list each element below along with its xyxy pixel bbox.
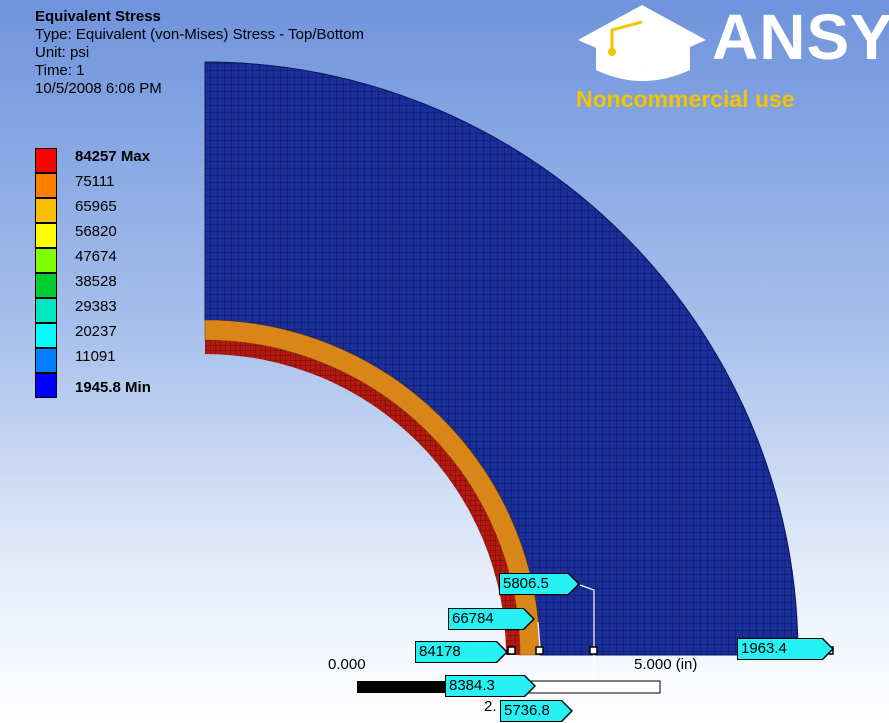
probe-label[interactable]: 5736.8 [500,700,573,722]
legend-swatch [35,248,57,273]
scale-right-label: 5.000 (in) [634,656,698,673]
result-type: Type: Equivalent (von-Mises) Stress - To… [35,26,365,43]
legend-swatch [35,148,57,173]
scale-mid-label: 2. [484,698,497,715]
legend-swatch [35,223,57,248]
legend-value: 56820 [75,223,117,240]
probe-label[interactable]: 66784 [448,608,535,630]
legend-value: 29383 [75,298,117,315]
ansys-logo-text: ANSY [712,1,889,73]
legend-value: 11091 [75,348,116,365]
result-unit: Unit: psi [35,44,90,61]
legend-value: 47674 [75,248,117,265]
probe-label[interactable]: 1963.4 [737,638,834,660]
result-time: Time: 1 [35,62,85,79]
probe-label[interactable]: 8384.3 [445,675,536,697]
legend-value: 75111 [75,173,115,190]
scale-left-label: 0.000 [328,656,366,673]
result-title: Equivalent Stress [35,8,161,25]
legend-value: 38528 [75,273,117,290]
legend-swatch [35,198,57,223]
logo-cap-icon [578,5,706,81]
legend-value: 20237 [75,323,117,340]
legend-swatch [35,323,57,348]
legend-swatch [35,348,57,373]
probe-label[interactable]: 5806.5 [499,573,580,595]
legend-swatch [35,298,57,323]
legend-swatch [35,273,57,298]
legend-swatch [35,173,57,198]
legend-swatch [35,373,57,398]
legend-min: 1945.8 Min [75,379,151,396]
legend-max: 84257 Max [75,148,151,165]
probe-label[interactable]: 84178 [415,641,508,663]
legend-value: 65965 [75,198,117,215]
noncommercial-label: Noncommercial use [576,86,795,112]
result-date: 10/5/2008 6:06 PM [35,80,162,97]
